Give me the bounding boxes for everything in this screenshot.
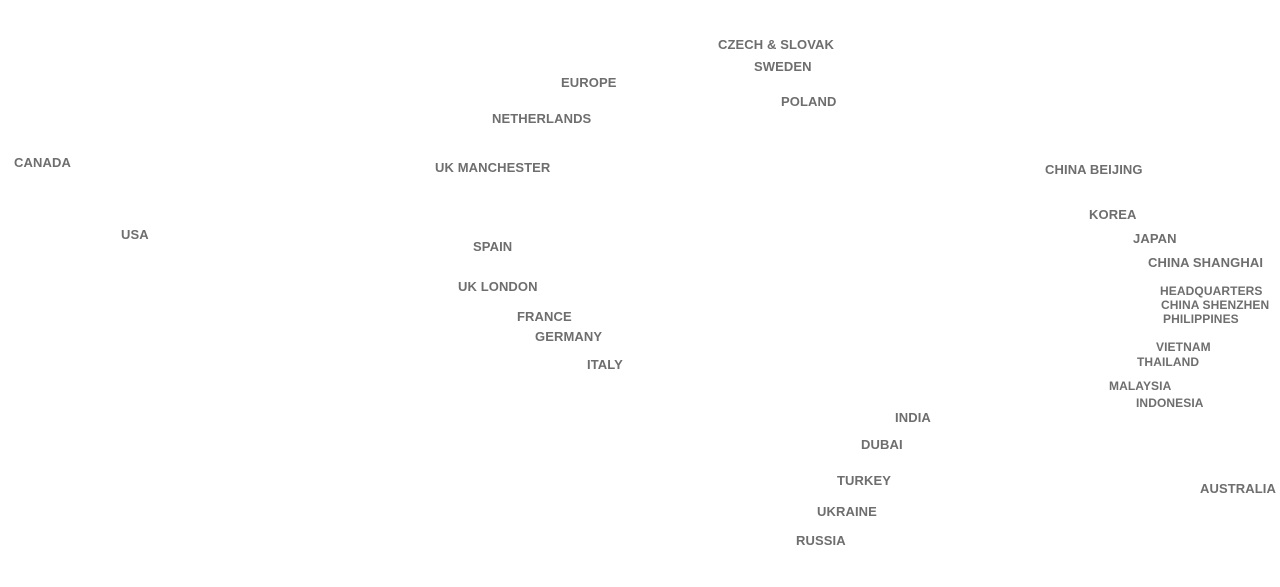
location-usa[interactable]: USA (121, 227, 149, 242)
location-italy[interactable]: ITALY (587, 357, 623, 372)
location-vietnam[interactable]: VIETNAM (1156, 340, 1211, 354)
location-australia[interactable]: AUSTRALIA (1200, 481, 1277, 496)
location-china-shanghai[interactable]: CHINA SHANGHAI (1148, 255, 1264, 270)
location-malaysia[interactable]: MALAYSIA (1109, 379, 1172, 393)
location-thailand[interactable]: THAILAND (1137, 355, 1200, 369)
location-dubai[interactable]: DUBAI (861, 437, 903, 452)
location-sweden[interactable]: SWEDEN (754, 59, 812, 74)
location-china-shenzhen[interactable]: CHINA SHENZHEN (1161, 298, 1270, 312)
location-czech-slovak[interactable]: CZECH & SLOVAK (718, 37, 834, 52)
location-philippines[interactable]: PHILIPPINES (1163, 312, 1239, 326)
location-ukraine[interactable]: UKRAINE (817, 504, 877, 519)
location-poland[interactable]: POLAND (781, 94, 837, 109)
location-netherlands[interactable]: NETHERLANDS (492, 111, 592, 126)
location-japan[interactable]: JAPAN (1133, 231, 1177, 246)
location-russia[interactable]: RUSSIA (796, 533, 846, 548)
location-germany[interactable]: GERMANY (535, 329, 603, 344)
location-korea[interactable]: KOREA (1089, 207, 1137, 222)
location-india[interactable]: INDIA (895, 410, 931, 425)
location-canada[interactable]: CANADA (14, 155, 71, 170)
location-indonesia[interactable]: INDONESIA (1136, 396, 1204, 410)
location-spain[interactable]: SPAIN (473, 239, 513, 254)
location-uk-london[interactable]: UK LONDON (458, 279, 538, 294)
location-france[interactable]: FRANCE (517, 309, 572, 324)
location-china-beijing[interactable]: CHINA BEIJING (1045, 162, 1143, 177)
location-uk-manchester[interactable]: UK MANCHESTER (435, 160, 551, 175)
location-headquarters[interactable]: HEADQUARTERS (1160, 284, 1263, 298)
location-turkey[interactable]: TURKEY (837, 473, 892, 488)
location-europe[interactable]: EUROPE (561, 75, 617, 90)
